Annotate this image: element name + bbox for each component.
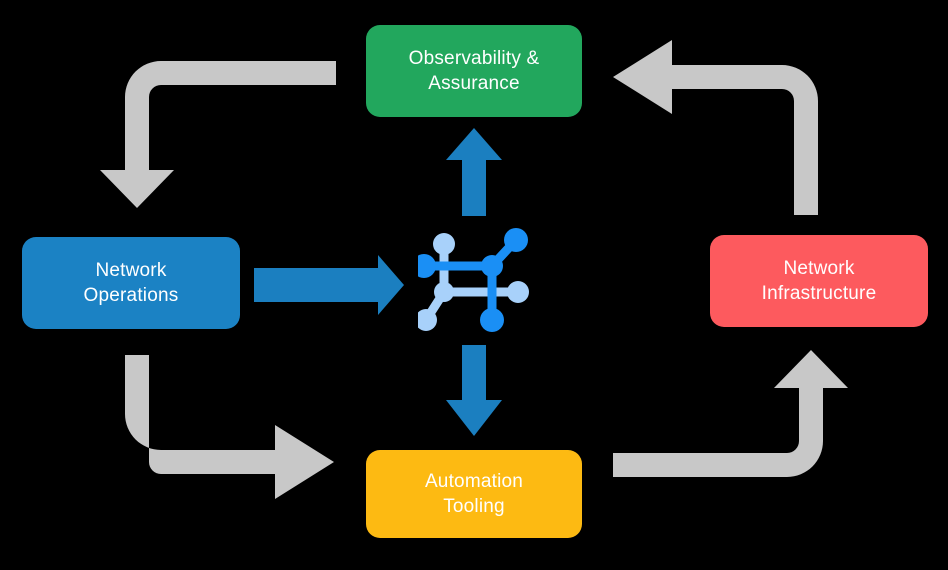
node-observability-label: Observability & Assurance: [408, 47, 540, 94]
arrow-automation-to-infrastructure: [613, 350, 848, 477]
node-automation-tooling[interactable]: Automation Tooling: [366, 450, 582, 538]
arrow-infrastructure-to-observability: [613, 40, 818, 215]
arrow-operations-to-center: [254, 255, 404, 315]
node-observability-assurance[interactable]: Observability & Assurance: [366, 25, 582, 117]
network-topology-icon: [418, 228, 529, 332]
node-automation-label: Automation Tooling: [424, 470, 524, 517]
arrow-observability-to-operations: [100, 61, 336, 208]
arrow-center-to-observability: [446, 128, 502, 216]
node-network-operations[interactable]: Network Operations: [22, 237, 240, 329]
arrow-center-to-automation: [446, 345, 502, 436]
node-operations-label: Network Operations: [83, 259, 179, 306]
node-infrastructure-label: Network Infrastructure: [761, 257, 877, 304]
node-network-infrastructure[interactable]: Network Infrastructure: [710, 235, 928, 327]
arrow-operations-to-automation: [125, 355, 334, 499]
